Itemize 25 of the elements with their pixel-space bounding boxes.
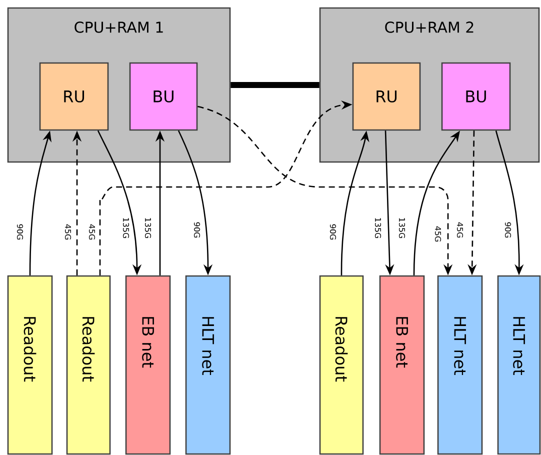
edge-label: 90G — [504, 220, 512, 240]
network-column: EB net — [125, 275, 171, 455]
edge-label: 90G — [328, 222, 338, 242]
edge-label: 135G — [144, 216, 152, 240]
edge-label: 45G — [456, 220, 464, 240]
unit-box: RU — [39, 62, 109, 131]
connector — [230, 82, 320, 88]
unit-box: BU — [441, 62, 511, 131]
network-column: HLT net — [497, 275, 541, 455]
network-column: HLT net — [185, 275, 231, 455]
edge-label: 135G — [398, 216, 406, 240]
network-column: EB net — [379, 275, 425, 455]
unit-box: RU — [352, 62, 421, 131]
network-column: Readout — [7, 275, 53, 455]
edge-label: 45G — [64, 222, 72, 242]
network-column: Readout — [319, 275, 364, 455]
edge-label: 135G — [122, 216, 130, 240]
unit-box: BU — [129, 62, 198, 131]
edge-label: 45G — [434, 224, 442, 244]
edge-label: 90G — [16, 222, 24, 242]
network-column: HLT net — [437, 275, 483, 455]
edge-label: 45G — [88, 222, 96, 242]
edge-label: 135G — [374, 216, 382, 240]
edge-label: 90G — [192, 220, 202, 240]
network-column: Readout — [66, 275, 111, 455]
